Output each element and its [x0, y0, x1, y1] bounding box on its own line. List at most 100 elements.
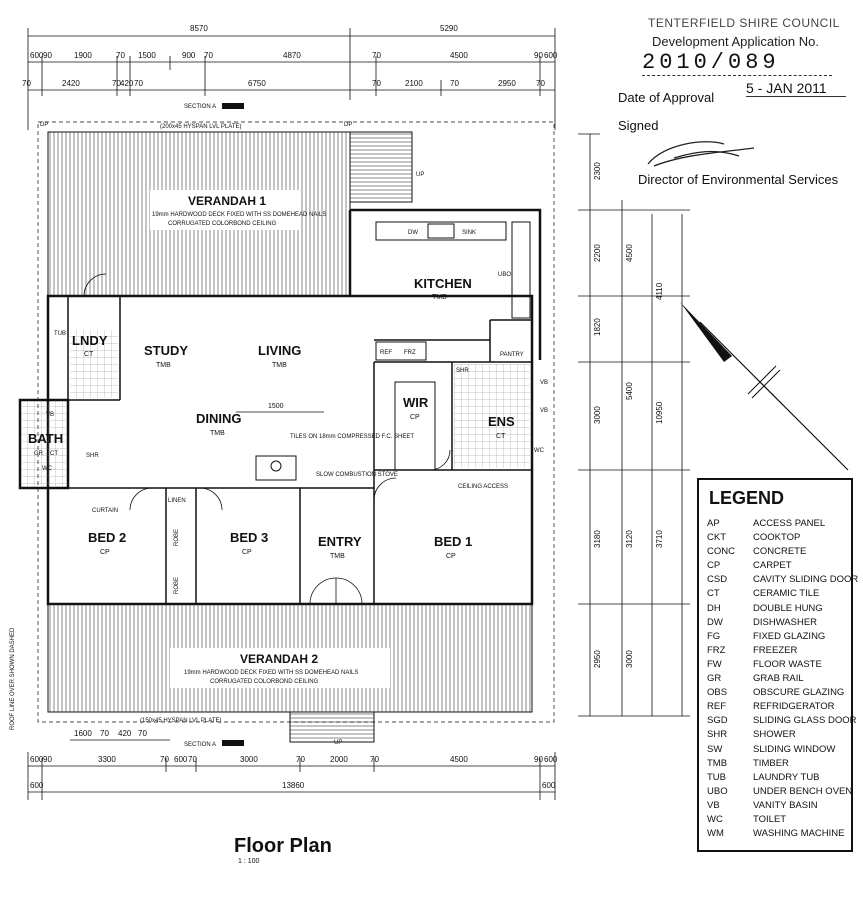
living-floor: TMB [272, 362, 287, 369]
legend-abbrev: WM [707, 828, 724, 840]
legend-definition: CONCRETE [753, 546, 807, 558]
legend-abbrev: UBO [707, 785, 728, 797]
legend-abbrev: FG [707, 630, 721, 642]
section-a-top: SECTION A [184, 104, 216, 110]
legend-definition: FREEZER [753, 644, 798, 656]
lvl-plate-top: (200x45 HYSPAN LVL PLATE) [160, 124, 241, 130]
legend-definition: CAVITY SLIDING DOOR [753, 574, 859, 586]
legend-abbrev: TMB [707, 757, 728, 769]
dim-label: 70 [22, 79, 31, 88]
dim-label: 3710 [655, 530, 664, 548]
legend-definition: REFRIDGERATOR [753, 701, 835, 713]
gr-label: GR [34, 451, 44, 457]
linen-label: LINEN [168, 498, 186, 504]
legend-definition: DOUBLE HUNG [753, 602, 823, 614]
plan-title: Floor Plan [234, 835, 332, 857]
up-label-bottom: UP [334, 740, 342, 746]
legend-definition: GRAB RAIL [753, 673, 804, 685]
dim-label: 13860 [282, 781, 305, 790]
dim-label: 90 [534, 755, 543, 764]
ens-floor: CT [496, 433, 506, 440]
dining-floor: TMB [210, 430, 225, 437]
da-label: Development Application No. [652, 34, 819, 49]
lndy-floor: CT [84, 351, 94, 358]
bottom-dimension-lines [27, 739, 556, 800]
legend-abbrev: FRZ [707, 644, 726, 656]
dim-label: 4110 [655, 282, 664, 300]
right-dimension-labels: 2300 2200 1820 3000 3180 2950 4500 5400 … [593, 162, 664, 668]
legend-definition: LAUNDRY TUB [753, 771, 820, 783]
verandah-1-label: VERANDAH 1 [188, 194, 266, 208]
pantry-label: PANTRY [500, 352, 524, 358]
dim-label: 3180 [593, 530, 602, 548]
legend-abbrev: DW [707, 616, 723, 628]
dim-label: 2000 [330, 755, 348, 764]
signature [647, 141, 755, 167]
ens-label: ENS [488, 414, 515, 429]
dim-label: 2200 [593, 244, 602, 262]
legend-item: UBO UNDER BENCH OVEN [707, 785, 852, 799]
dim-label: 600 [544, 755, 558, 764]
ens-wc-label: WC [534, 448, 545, 454]
verandah-1-note: CORRUGATED COLORBOND CEILING [168, 221, 277, 227]
dim-label: 420 [118, 729, 132, 738]
approval-stamp: TENTERFIELD SHIRE COUNCIL Development Ap… [616, 14, 856, 194]
section-a-bottom-marker [222, 740, 244, 746]
legend-abbrev: SW [707, 743, 723, 755]
legend-title: LEGEND [709, 488, 785, 508]
dim-label: 600 [30, 755, 44, 764]
door-swings [83, 273, 451, 605]
legend-abbrev: CKT [707, 532, 726, 544]
legend-abbrev: VB [707, 799, 720, 811]
bath-tiles [22, 402, 66, 486]
study-label: STUDY [144, 343, 188, 358]
north-arrow [680, 302, 849, 471]
dim-label: 1500 [138, 51, 156, 60]
verandah-2-note: 19mm HARDWOOD DECK FIXED WITH SS DOMEHEA… [184, 670, 358, 676]
dim-label: 5400 [625, 382, 634, 400]
dim-label: 70 [116, 51, 125, 60]
legend-definition: UNDER BENCH OVEN [753, 785, 853, 797]
dim-label: 2950 [593, 650, 602, 668]
legend-definition: ACCESS PANEL [753, 518, 826, 529]
legend-definition: SHOWER [753, 729, 796, 741]
dim-label: 1900 [74, 51, 92, 60]
roof-line [37, 121, 555, 723]
dim-label: 70 [134, 79, 143, 88]
director-title: Director of Environmental Services [638, 172, 839, 187]
bath-label: BATH [28, 431, 63, 446]
legend-abbrev: CP [707, 560, 721, 572]
wir-label: WIR [403, 395, 429, 410]
bed3-label: BED 3 [230, 530, 268, 545]
dim-label: 1600 [74, 729, 92, 738]
dim-label: 90 [534, 51, 543, 60]
bottom-dimension-labels: 1600 70 420 70 600 90 3300 70 600 70 300… [30, 729, 558, 790]
ens-vb-label: VB [540, 408, 548, 414]
kitchen-floor: TMB [432, 294, 447, 301]
plan-scale: 1 : 100 [238, 858, 260, 865]
ct-label: CT [50, 451, 58, 457]
robe-label: ROBE [174, 577, 180, 594]
legend-abbrev: OBS [707, 687, 728, 699]
dim-label: 10950 [655, 401, 664, 424]
entry-floor: TMB [330, 553, 345, 560]
dim-label: 3300 [98, 755, 116, 764]
legend-abbrev: REF [707, 701, 726, 713]
living-label: LIVING [258, 343, 301, 358]
ceiling-access-note: CEILING ACCESS [458, 484, 508, 490]
dining-label: DINING [196, 411, 242, 426]
dim-label: 70 [112, 79, 121, 88]
